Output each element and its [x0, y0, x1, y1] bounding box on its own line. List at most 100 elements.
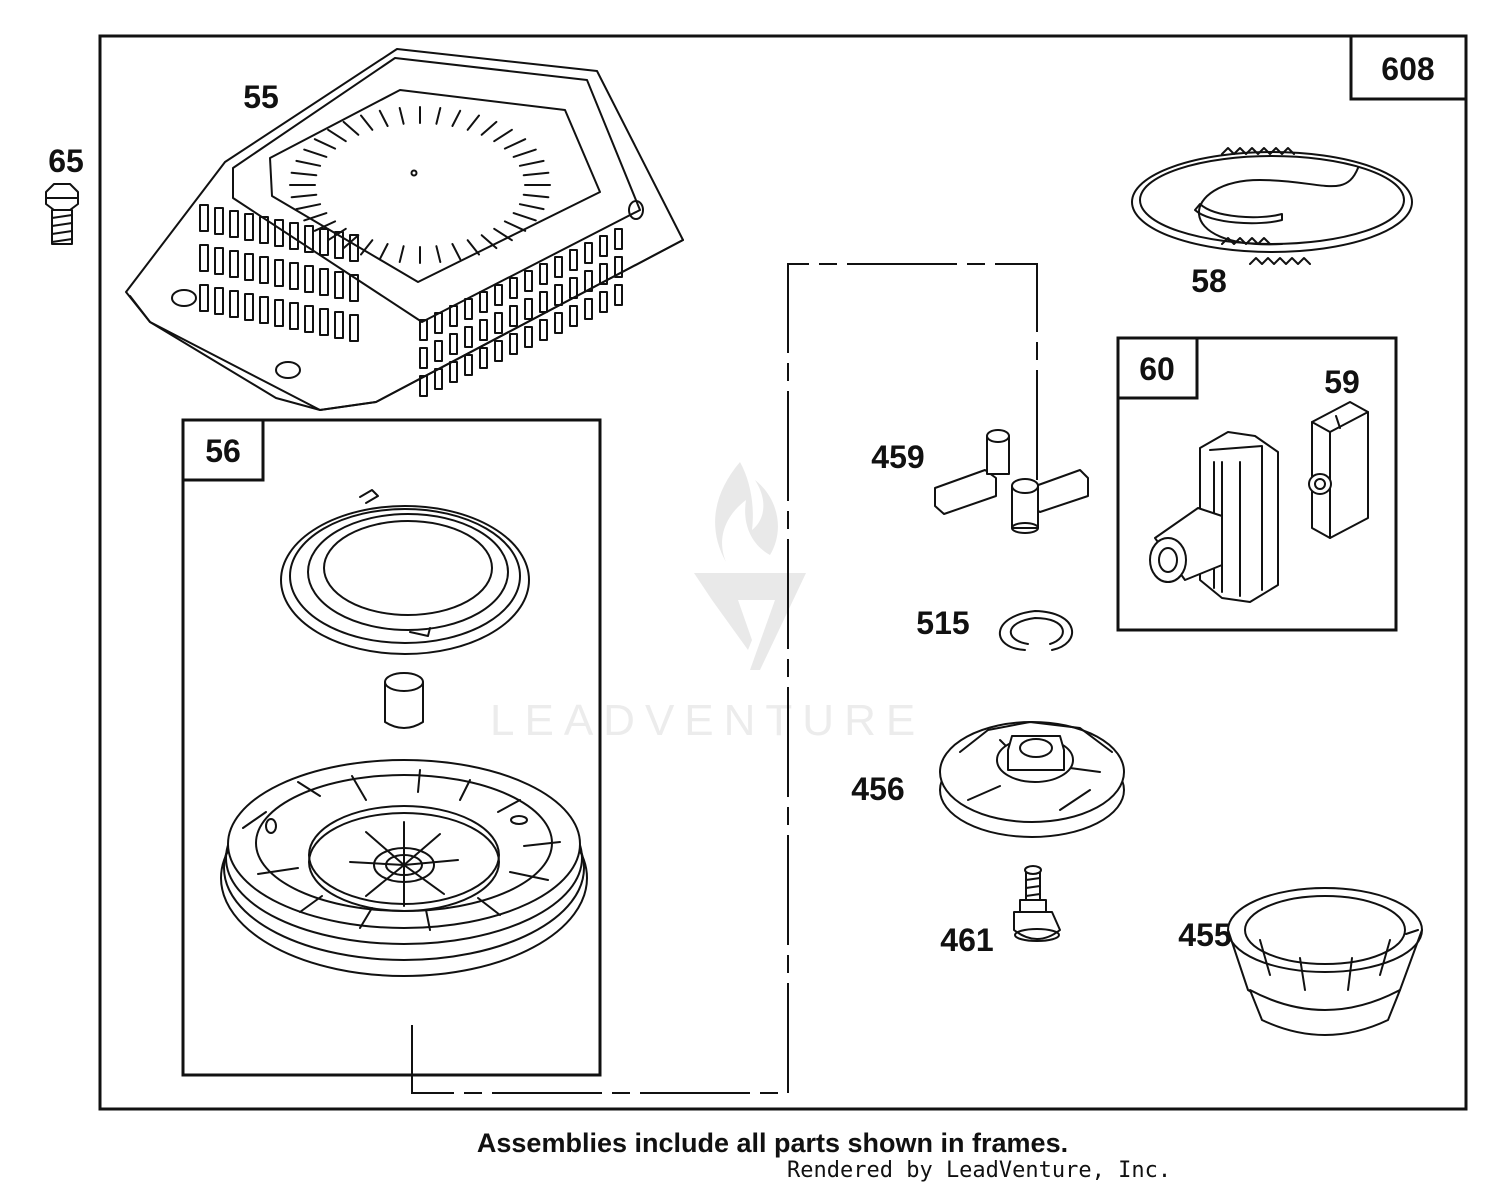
starter-cup-455[interactable] — [1227, 887, 1423, 1036]
grille-slot — [464, 326, 473, 348]
grille-slot — [334, 231, 344, 259]
rendered-by-credit: Rendered by LeadVenture, Inc. — [787, 1158, 1172, 1183]
frame-label-60[interactable]: 60 — [1139, 351, 1175, 387]
vent-slot — [466, 239, 480, 256]
part-label-455[interactable]: 455 — [1178, 917, 1231, 953]
retaining-ring-515[interactable] — [998, 610, 1074, 651]
vent-slot — [313, 220, 337, 232]
part-label-461[interactable]: 461 — [940, 922, 993, 958]
grille-slot — [319, 228, 329, 256]
grille-slot — [434, 340, 443, 362]
vent-slot — [435, 107, 442, 125]
frame-label-56[interactable]: 56 — [205, 433, 241, 469]
part-label-456[interactable]: 456 — [851, 771, 904, 807]
part-label-459[interactable]: 459 — [871, 439, 924, 475]
grille-slot — [199, 244, 209, 272]
grille-slot — [349, 234, 359, 262]
vent-slot — [313, 138, 337, 150]
vent-slot — [512, 148, 537, 158]
grille-slot — [584, 298, 593, 320]
ratchet-456[interactable] — [939, 721, 1125, 838]
part-label-58[interactable]: 58 — [1191, 263, 1227, 299]
grille-slot — [419, 319, 428, 341]
grille-slot — [259, 216, 269, 244]
spring-pin[interactable] — [384, 672, 424, 729]
vent-slot — [378, 109, 389, 127]
screw-461[interactable] — [1013, 865, 1061, 942]
grille-slot — [599, 235, 608, 257]
vent-slot — [518, 203, 545, 211]
grille-slot — [479, 347, 488, 369]
grille-slot — [259, 296, 269, 324]
grille-slot — [259, 256, 269, 284]
starter-pulley[interactable] — [220, 759, 588, 977]
vent-slot — [398, 107, 405, 125]
grille-slot — [539, 263, 548, 285]
grille-slot — [419, 347, 428, 369]
housing-vent-slots — [199, 106, 623, 397]
grille-slot — [319, 268, 329, 296]
grille-slot — [434, 368, 443, 390]
grille-slot — [494, 284, 503, 306]
vent-slot — [451, 109, 462, 127]
grille-slot — [509, 277, 518, 299]
vent-slot — [480, 120, 498, 136]
blower-housing-55[interactable] — [125, 48, 684, 411]
starter-handle[interactable] — [1149, 431, 1279, 603]
vent-slot — [303, 148, 328, 158]
bolt-65[interactable] — [45, 183, 79, 245]
grille-slot — [524, 270, 533, 292]
pawl-459[interactable] — [934, 429, 1089, 534]
grille-slot — [494, 312, 503, 334]
part-label-59[interactable]: 59 — [1324, 364, 1360, 400]
vent-slot — [435, 245, 442, 263]
grille-slot — [539, 291, 548, 313]
grille-slot — [199, 284, 209, 312]
grille-slot — [494, 340, 503, 362]
grille-slot — [304, 225, 314, 253]
grille-slot — [614, 256, 623, 278]
vent-slot — [503, 138, 527, 150]
part-label-515[interactable]: 515 — [916, 605, 969, 641]
main-frame — [98, 34, 1468, 1111]
rope-insert-59[interactable] — [1308, 401, 1369, 539]
frame-56-tag — [181, 418, 265, 482]
vent-slot — [290, 193, 318, 199]
grille-slot — [524, 298, 533, 320]
frame-608-tag — [1349, 34, 1468, 101]
vent-slot — [295, 203, 322, 211]
vent-slot — [295, 159, 322, 167]
part-label-65[interactable]: 65 — [48, 143, 84, 179]
vent-slot — [378, 243, 389, 261]
vent-slot — [493, 227, 513, 242]
frame-60 — [1116, 336, 1398, 632]
grille-slot — [274, 259, 284, 287]
starter-rope-58[interactable] — [1131, 147, 1413, 265]
grille-slot — [539, 319, 548, 341]
vent-slot — [290, 171, 318, 177]
grille-slot — [434, 312, 443, 334]
grille-slot — [569, 305, 578, 327]
grille-slot — [599, 291, 608, 313]
grille-slot — [349, 274, 359, 302]
grille-slot — [614, 228, 623, 250]
grille-slot — [214, 247, 224, 275]
grille-slot — [334, 311, 344, 339]
frame-60-tag — [1116, 336, 1199, 400]
grille-slot — [419, 375, 428, 397]
vent-slot — [398, 245, 405, 263]
grille-slot — [304, 305, 314, 333]
grille-slot — [244, 213, 254, 241]
grille-slot — [289, 302, 299, 330]
vent-slot — [512, 212, 537, 222]
recoil-spring[interactable] — [280, 489, 530, 655]
grille-slot — [584, 270, 593, 292]
part-label-55[interactable]: 55 — [243, 79, 279, 115]
vent-slot — [327, 128, 347, 143]
grille-slot — [479, 291, 488, 313]
grille-slot — [554, 312, 563, 334]
grille-slot — [214, 207, 224, 235]
grille-slot — [464, 354, 473, 376]
grille-slot — [229, 290, 239, 318]
grille-slot — [599, 263, 608, 285]
